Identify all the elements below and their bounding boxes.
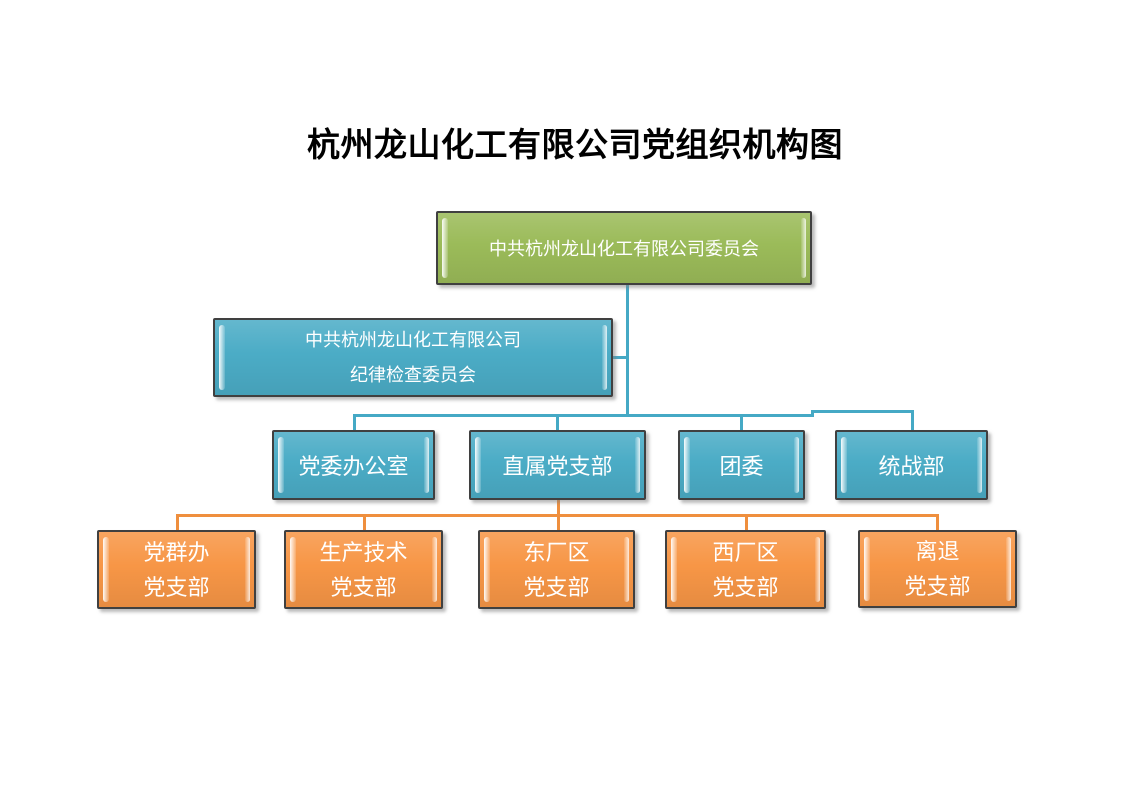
node-label: 中共杭州龙山化工有限公司委员会: [489, 239, 759, 259]
node-label: 直属党支部: [502, 454, 613, 479]
connector-drop-united-front: [911, 410, 914, 431]
node-discipline-committee: 中共杭州龙山化工有限公司 纪律检查委员会: [213, 318, 613, 397]
node-label: 团委: [719, 454, 764, 479]
node-label-line1: 东厂区: [523, 539, 590, 565]
node-label-line1: 中共杭州龙山化工有限公司: [305, 329, 521, 350]
node-label-line1: 生产技术: [319, 539, 408, 565]
connector-blue-bus-jog: [811, 410, 814, 417]
node-production-tech-branch: 生产技术 党支部: [284, 530, 443, 609]
connector-blue-bus: [353, 414, 814, 417]
node-party-mass-branch: 党群办 党支部: [97, 530, 256, 609]
node-label-line2: 党支部: [523, 574, 590, 600]
node-label-line2: 党支部: [712, 574, 779, 600]
node-label-line2: 党支部: [904, 574, 971, 599]
node-west-plant-branch: 西厂区 党支部: [665, 530, 826, 609]
connector-drop-east-plant: [557, 514, 560, 531]
node-label-line2: 党支部: [143, 574, 210, 600]
page-title: 杭州龙山化工有限公司党组织机构图: [307, 126, 843, 163]
node-direct-party-branch: 直属党支部: [469, 430, 646, 500]
node-united-front-dept: 统战部: [835, 430, 988, 500]
node-label-line1: 西厂区: [712, 539, 779, 565]
connector-drop-party-mass: [176, 514, 179, 531]
node-label: 党委办公室: [298, 454, 409, 479]
node-retired-branch: 离退 党支部: [858, 530, 1017, 608]
connector-root-vertical: [626, 285, 629, 417]
connector-drop-youth-league: [740, 414, 743, 431]
node-label-line2: 纪律检查委员会: [350, 364, 476, 385]
node-label: 统战部: [878, 454, 945, 479]
connector-drop-production: [363, 514, 366, 531]
connector-drop-retired: [936, 514, 939, 531]
connector-discipline-stub: [612, 356, 629, 359]
node-label-line1: 离退: [915, 539, 960, 564]
connector-direct-branch-riser: [557, 500, 560, 515]
node-label-line1: 党群办: [143, 539, 210, 565]
connector-blue-bus-right: [811, 410, 914, 413]
node-youth-league: 团委: [678, 430, 805, 500]
node-party-committee-office: 党委办公室: [272, 430, 435, 500]
connector-drop-direct-branch: [556, 414, 559, 431]
connector-drop-west-plant: [745, 514, 748, 531]
node-east-plant-branch: 东厂区 党支部: [478, 530, 635, 609]
node-label-line2: 党支部: [330, 574, 397, 600]
node-party-committee-root: 中共杭州龙山化工有限公司委员会: [436, 211, 812, 285]
connector-drop-office: [353, 414, 356, 431]
